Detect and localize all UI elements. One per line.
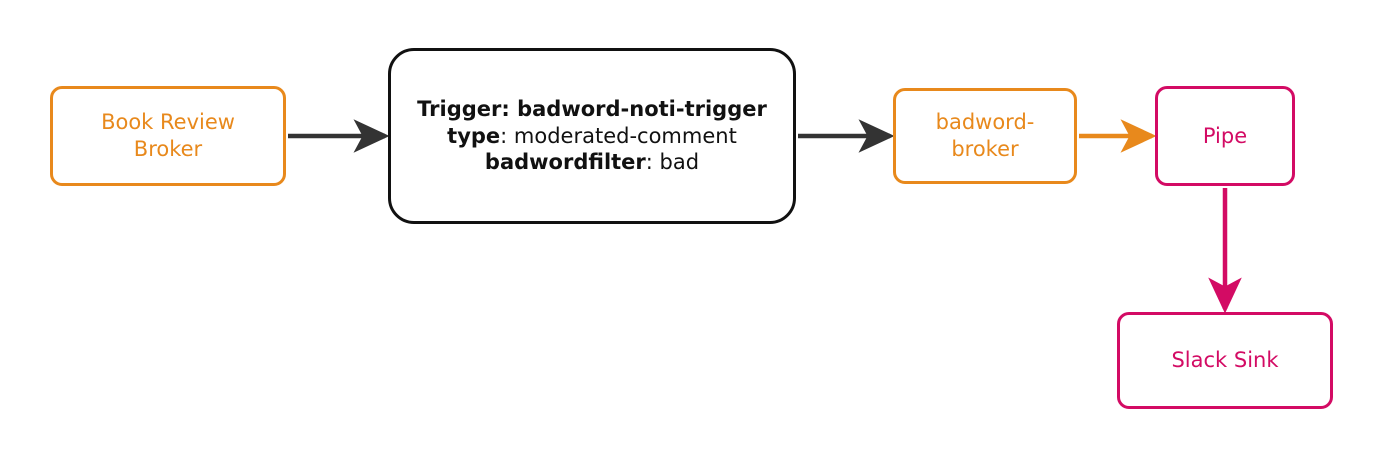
node-label-line: Broker [133, 137, 203, 161]
node-label-line: Book Review [101, 110, 235, 135]
trigger-type-value: : moderated-comment [500, 123, 737, 148]
node-badword-broker[interactable]: badword- broker [893, 88, 1077, 184]
node-label: Pipe [1202, 123, 1248, 148]
node-label-line: broker [951, 137, 1019, 161]
node-label-line: badword- [935, 110, 1035, 135]
node-trigger[interactable]: Trigger: badword-noti-trigger type: mode… [388, 48, 796, 224]
trigger-filter-key: badwordfilter [484, 150, 646, 175]
node-pipe[interactable]: Pipe [1155, 86, 1295, 186]
trigger-line-name: Trigger: badword-noti-trigger [417, 96, 767, 123]
trigger-name-text: Trigger: badword-noti-trigger [417, 96, 767, 121]
node-slack-sink[interactable]: Slack Sink [1117, 312, 1333, 409]
node-book-review-broker[interactable]: Book Review Broker [50, 86, 286, 186]
trigger-filter-value: : bad [645, 150, 700, 175]
trigger-line-badwordfilter: badwordfilter: bad [417, 149, 767, 176]
node-label: Trigger: badword-noti-trigger type: mode… [403, 96, 781, 177]
node-label: Book Review Broker [101, 109, 235, 163]
node-label: badword- broker [936, 109, 1035, 163]
trigger-type-key: type [447, 123, 501, 148]
trigger-line-type: type: moderated-comment [417, 123, 767, 150]
node-label: Slack Sink [1171, 348, 1279, 373]
